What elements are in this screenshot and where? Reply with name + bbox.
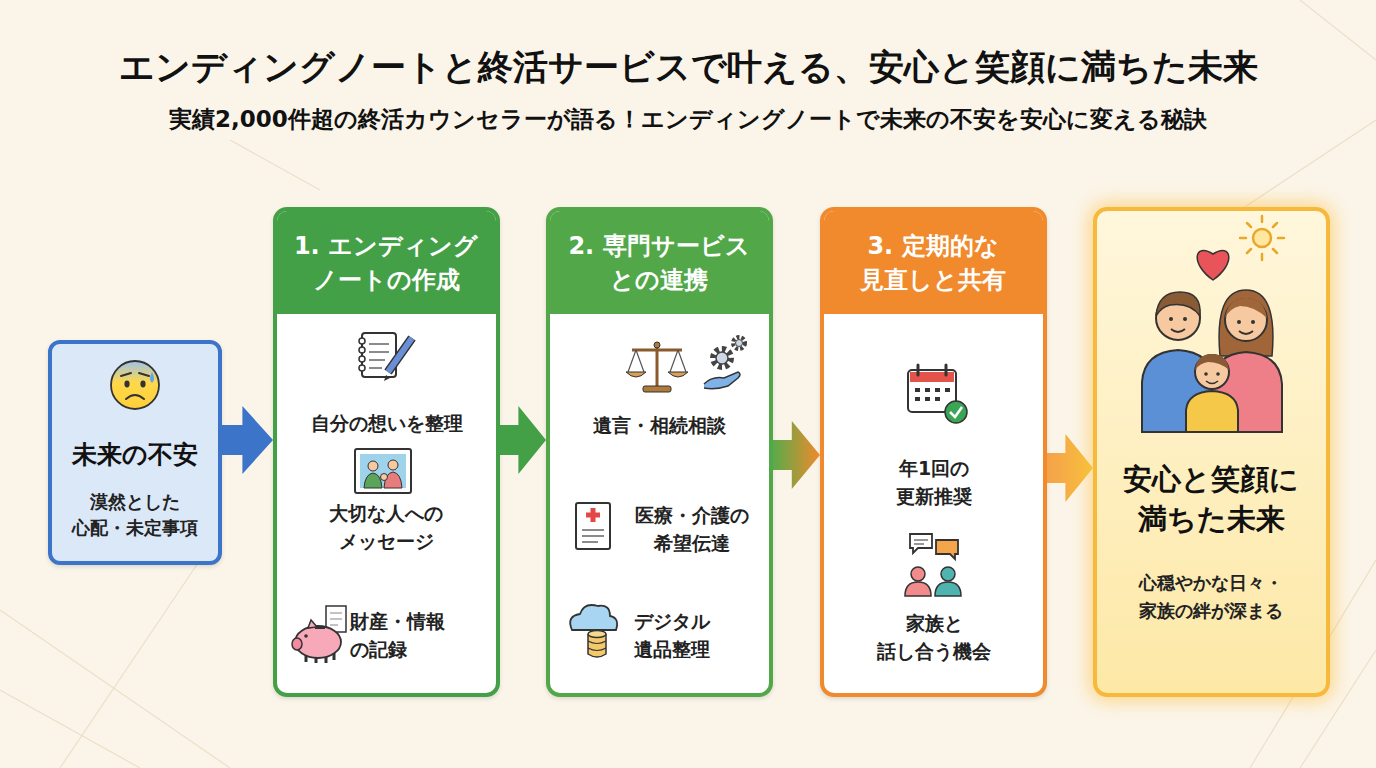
flow-arrow: [222, 406, 273, 474]
diagram-title: エンディングノートと終活サービスで叶える、安心と笑顔に満ちた未来: [0, 44, 1376, 90]
node-heading: 2. 専門サービス との連携: [559, 229, 759, 297]
flow-arrow: [773, 421, 820, 489]
node-heading: 1. エンディング ノートの作成: [286, 229, 486, 297]
node-text: デジタル 遺品整理: [622, 607, 722, 663]
node-text: 遺言・相続相談: [550, 411, 769, 439]
step-header-band: [824, 211, 1043, 314]
step-box: 3. 定期的な 見直しと共有年1回の 更新推奨家族と 話し合う機会: [820, 207, 1047, 697]
flow-arrow: [1047, 434, 1093, 502]
node-text: 漠然とした 心配・未定事項: [60, 489, 210, 541]
node-text: 年1回の 更新推奨: [874, 454, 994, 510]
node-text: 自分の想いを整理: [277, 409, 496, 437]
step-box: 1. エンディング ノートの作成自分の想いを整理大切な人への メッセージ財産・情…: [273, 207, 500, 697]
step-header-band: [550, 211, 769, 314]
node-heading: 未来の不安: [52, 439, 218, 471]
flow-arrow: [500, 406, 546, 474]
result-box: 安心と笑顔に 満ちた未来心穏やかな日々・ 家族の絆が深まる: [1093, 207, 1330, 697]
node-heading: 安心と笑顔に 満ちた未来: [1111, 459, 1311, 539]
node-heading: 3. 定期的な 見直しと共有: [833, 229, 1033, 297]
node-text: 家族と 話し合う機会: [864, 609, 1004, 665]
node-text: 心穏やかな日々・ 家族の絆が深まる: [1121, 569, 1301, 625]
node-text: 大切な人への メッセージ: [316, 499, 456, 555]
subtitle-label: 実績2,000件超の終活カウンセラーが語る！エンディングノートで未来の不安を安心…: [0, 104, 1376, 134]
step-box: 2. 専門サービス との連携遺言・相続相談医療・介護の 希望伝達デジタル 遺品整…: [546, 207, 773, 697]
start-box: 未来の不安漠然とした 心配・未定事項: [48, 340, 222, 565]
step-header-band: [277, 211, 496, 314]
node-text: 財産・情報 の記録: [350, 607, 460, 663]
node-text: 医療・介護の 希望伝達: [622, 501, 762, 557]
